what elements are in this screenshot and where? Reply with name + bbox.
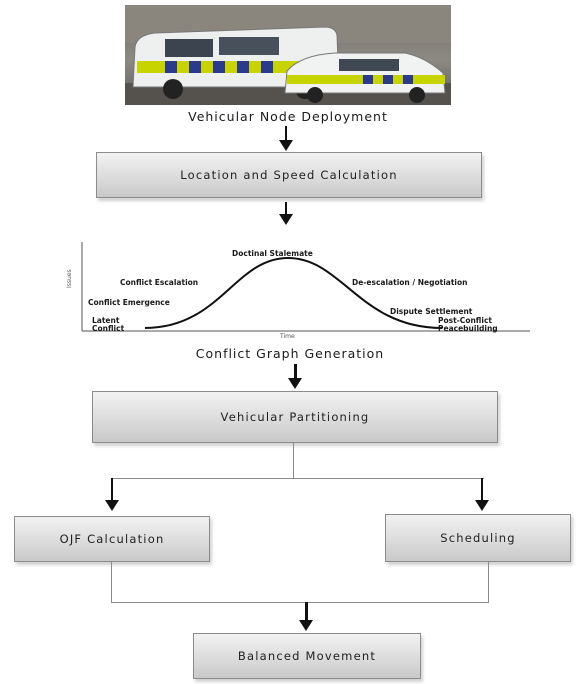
arrow-head bbox=[279, 140, 293, 151]
arrow-head bbox=[288, 378, 302, 389]
arrow-head-left bbox=[105, 500, 119, 511]
photo-caption: Vehicular Node Deployment bbox=[188, 109, 388, 124]
location-speed-label: Location and Speed Calculation bbox=[180, 168, 398, 182]
arrow-shaft bbox=[294, 364, 297, 378]
graph-caption: Conflict Graph Generation bbox=[195, 346, 385, 361]
scheduling-label: Scheduling bbox=[440, 531, 516, 545]
label-escalation: Conflict Escalation bbox=[120, 278, 199, 287]
label-deescalation: De-escalation / Negotiation bbox=[352, 278, 468, 287]
label-post-conflict: Post-Conflict Peacebuilding bbox=[438, 316, 498, 333]
arrow-head bbox=[279, 214, 293, 225]
vehicle-photo bbox=[125, 5, 451, 105]
balanced-movement-box: Balanced Movement bbox=[193, 633, 421, 679]
arrow-shaft-left bbox=[111, 478, 113, 500]
arrow-head-right bbox=[475, 500, 489, 511]
merge-bar bbox=[111, 602, 489, 603]
label-stalemate: Doctinal Stalemate bbox=[232, 249, 313, 258]
arrow-shaft bbox=[285, 202, 287, 214]
ojf-calculation-box: OJF Calculation bbox=[14, 516, 210, 562]
conflict-curve-graph bbox=[81, 242, 530, 332]
police-car bbox=[284, 52, 446, 103]
vehicle-photo-graphic bbox=[125, 5, 451, 105]
split-stem bbox=[293, 443, 294, 478]
merge-right bbox=[488, 562, 489, 602]
scheduling-box: Scheduling bbox=[385, 514, 571, 562]
graph-x-axis-label: Time bbox=[280, 333, 295, 340]
location-speed-box: Location and Speed Calculation bbox=[96, 152, 482, 198]
ojf-calculation-label: OJF Calculation bbox=[59, 532, 165, 546]
arrow-head bbox=[299, 620, 313, 631]
conflict-curve bbox=[144, 256, 443, 329]
arrow-shaft bbox=[285, 126, 287, 140]
label-emergence: Conflict Emergence bbox=[88, 298, 170, 307]
arrow-shaft-right bbox=[481, 478, 483, 500]
balanced-movement-label: Balanced Movement bbox=[237, 649, 377, 663]
partitioning-box: Vehicular Partitioning bbox=[92, 391, 498, 443]
label-settlement: Dispute Settlement bbox=[390, 307, 473, 316]
label-latent: Latent Conflict bbox=[92, 316, 125, 333]
arrow-shaft bbox=[305, 602, 308, 622]
graph-y-axis-label: Issues bbox=[66, 269, 73, 288]
merge-left bbox=[111, 562, 112, 602]
partitioning-label: Vehicular Partitioning bbox=[220, 410, 370, 424]
split-bar bbox=[111, 478, 484, 479]
